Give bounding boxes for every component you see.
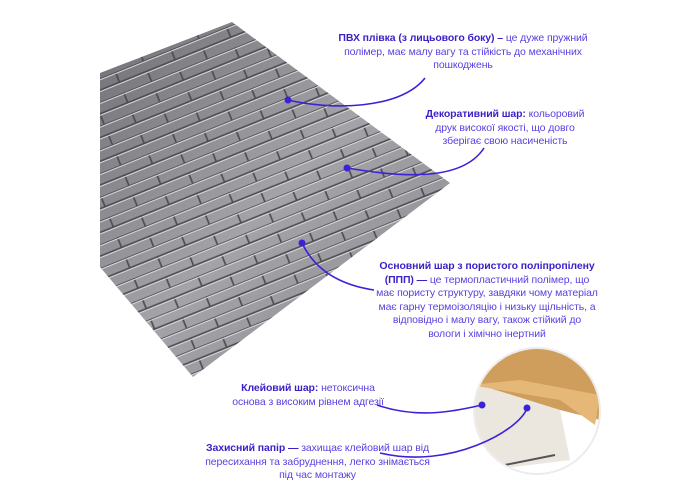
callout-pvc-film: ПВХ плівка (з лицьового боку) – це дуже … bbox=[333, 32, 593, 73]
callout-lines bbox=[287, 77, 528, 458]
callout-text: нетоксична основа з високим рівнем адгез… bbox=[232, 382, 384, 408]
callout-text: це дуже пружний полімер, має малу вагу т… bbox=[344, 32, 588, 71]
callout-text: кольоровий друк високої якості, що довго… bbox=[435, 108, 585, 147]
callout-text: це термопластичний полімер, що має порис… bbox=[376, 273, 598, 340]
callout-title: Основний шар з пористого поліпропілену (… bbox=[379, 260, 595, 286]
callout-adhesive-layer: Клейовий шар: нетоксична основа з високи… bbox=[228, 382, 388, 409]
callout-protective-paper: Захисний папір — захищає клейовий шар ві… bbox=[205, 442, 430, 483]
wall-panel bbox=[100, 22, 450, 377]
callout-title: ПВХ плівка (з лицьового боку) – bbox=[338, 32, 503, 44]
callout-dots bbox=[284, 96, 531, 412]
callout-title: Клейовий шар: bbox=[241, 382, 319, 394]
callout-title: Декоративний шар: bbox=[425, 108, 526, 120]
callout-title: Захисний папір — bbox=[205, 442, 299, 454]
callout-text: захищає клейовий шар від пересихання та … bbox=[205, 442, 430, 481]
callout-decor-layer: Декоративний шар: кольоровий друк високо… bbox=[420, 108, 590, 149]
callout-base-layer: Основний шар з пористого поліпропілену (… bbox=[376, 260, 598, 341]
